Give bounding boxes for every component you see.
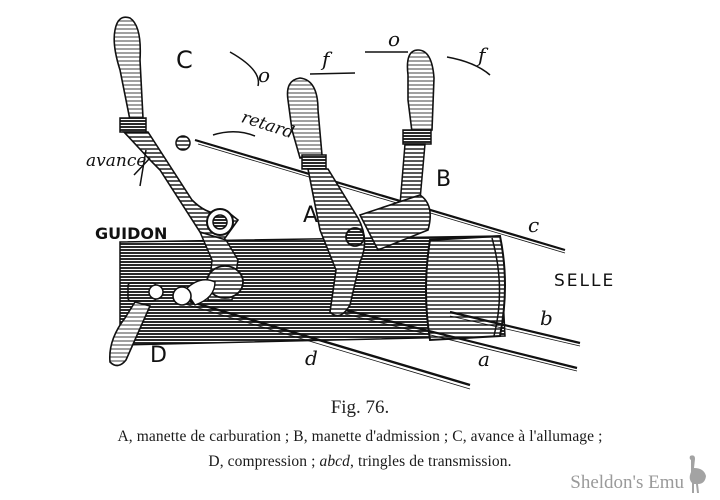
transmission-rods xyxy=(184,138,581,390)
label-o-right: o xyxy=(388,27,400,51)
lever-a xyxy=(286,77,366,317)
label-rod-d: d xyxy=(305,346,318,370)
label-guidon: GUIDON xyxy=(95,224,167,243)
emu-bird-icon xyxy=(689,455,706,493)
label-rod-a: a xyxy=(478,347,490,371)
rod-c xyxy=(194,138,566,252)
label-selle: SELLE xyxy=(554,271,615,291)
lever-c xyxy=(113,16,240,301)
caption-prefix: D, compression ; xyxy=(208,453,320,470)
caption-rods-italic: abcd xyxy=(319,453,351,470)
label-f-right: f xyxy=(476,43,489,67)
technical-illustration: C A B D GUIDON SELLE avance retard o f o… xyxy=(86,16,615,390)
watermark-text: Sheldon's Emu xyxy=(570,472,684,493)
label-o-left: o xyxy=(258,63,270,87)
label-b-lever: B xyxy=(436,167,451,192)
caption-suffix: , tringles de transmission. xyxy=(350,453,512,470)
label-rod-b: b xyxy=(540,306,553,330)
label-c-lever: C xyxy=(176,46,193,74)
label-d-lever: D xyxy=(150,343,167,368)
label-a-lever: A xyxy=(303,203,318,228)
label-avance: avance xyxy=(86,151,146,171)
label-f-left: f xyxy=(320,47,333,71)
caption-line-2: D, compression ; abcd, tringles de trans… xyxy=(0,453,720,471)
label-retard: retard xyxy=(239,107,297,143)
lever-b xyxy=(358,49,435,252)
caption-line-1: A, manette de carburation ; B, manette d… xyxy=(117,428,603,445)
figure-number: Fig. 76. xyxy=(330,397,390,418)
label-rod-c: c xyxy=(528,213,539,237)
rod-d xyxy=(184,298,471,387)
watermark: Sheldon's Emu xyxy=(570,454,708,494)
rod-b xyxy=(449,310,581,345)
lever-d xyxy=(108,265,244,367)
motion-arrows xyxy=(133,51,491,187)
rod-a xyxy=(344,308,578,370)
